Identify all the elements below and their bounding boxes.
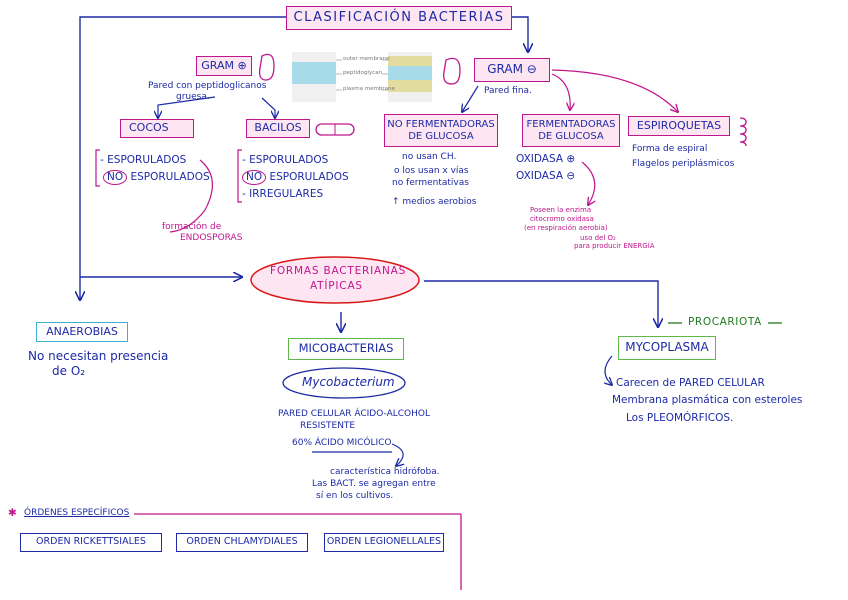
connector-title-left	[80, 16, 286, 300]
mycobacterium-oval	[282, 367, 406, 399]
bacilos-item-esporulados: - ESPORULADOS	[242, 154, 329, 166]
cocos-item-no-esporulados: NO ESPORULADOS	[103, 170, 210, 185]
espiroquetas-label: ESPIROQUETAS	[636, 118, 722, 132]
connector-gramneg-ferm	[551, 73, 570, 110]
gram-neg-box: GRAM ⊖	[474, 58, 550, 82]
bracket-bacilos	[237, 149, 242, 203]
myco-label: MYCOPLASMA	[625, 340, 709, 355]
myco-note-1: Carecen de PARED CELULAR	[616, 377, 765, 389]
orden-chlamydiales-label: ORDEN CHLAMYDIALES	[186, 536, 298, 548]
gram-pos-note-1: Pared con peptidoglicanos	[148, 81, 267, 91]
orden-item-rickettsiales: ORDEN RICKETTSIALES	[20, 533, 162, 552]
membrane-figure-right	[382, 52, 432, 102]
espiro-note-1: Forma de espiral	[632, 144, 708, 154]
gram-neg-label: GRAM ⊖	[487, 62, 537, 77]
oxidasa-pos: OXIDASA ⊕	[516, 153, 576, 165]
ordenes-header: ÓRDENES ESPECÍFICOS	[24, 508, 130, 518]
bacilos-label: BACILOS	[254, 121, 302, 135]
cocos-label: COCOS	[129, 121, 169, 135]
bacilos-no-mark: NO	[242, 170, 267, 185]
anaerobias-label: ANAEROBIAS	[46, 324, 118, 338]
orden-item-legionellales: ORDEN LEGIONELLALES	[324, 533, 444, 552]
orden-rickettsiales-label: ORDEN RICKETTSIALES	[36, 536, 146, 548]
connector-myco-notes	[605, 355, 612, 385]
no-ferm-note-1: no usan CH.	[402, 152, 457, 162]
membrane-label-plasma: plasma membrane	[343, 86, 395, 92]
mico-hydro-3: sí en los cultivos.	[316, 491, 394, 501]
connector-acid-hydro	[391, 443, 403, 466]
cocos-no-mark: NO	[103, 170, 128, 185]
atipicas-line2: ATÍPICAS	[310, 280, 363, 292]
connector-grampos-bacilos	[261, 97, 275, 118]
no-ferm-note-2: o los usan x vías	[394, 166, 469, 176]
procariota-label: PROCARIOTA	[688, 316, 762, 328]
mico-genus: Mycobacterium	[302, 375, 395, 389]
membrane-figure-left	[292, 52, 342, 102]
oxidasa-note-1: Poseen la enzima	[530, 206, 592, 214]
mico-acid: 60% ÁCIDO MICÓLICO	[292, 438, 392, 448]
mico-hydro-2: Las BACT. se agregan entre	[312, 479, 436, 489]
mico-note-1: PARED CELULAR ÁCIDO-ALCOHOL	[278, 409, 431, 419]
bacilos-item-irregulares: - IRREGULARES	[242, 188, 324, 200]
ferm-line2: DE GLUCOSA	[538, 130, 604, 142]
cocos-item-esporulados: - ESPORULADOS	[100, 154, 187, 166]
anaerobias-note-2: de O₂	[52, 364, 86, 378]
myco-note-3: Los PLEOMÓRFICOS.	[626, 412, 734, 424]
gram-pos-bacteria-icon	[258, 53, 275, 81]
no-ferm-line1: NO FERMENTADORAS	[387, 119, 495, 130]
anaerobias-note-1: No necesitan presencia	[28, 349, 169, 363]
title-box: CLASIFICACIÓN BACTERIAS	[286, 6, 512, 30]
oxidasa-note-5: para producir ENERGÍA	[574, 242, 655, 250]
no-ferm-note-4: ↑ medios aerobios	[392, 197, 477, 207]
bacilos-box: BACILOS	[246, 119, 310, 138]
oxidasa-note-4: uso del O₂	[580, 234, 616, 242]
orden-legionellales-label: ORDEN LEGIONELLALES	[326, 536, 442, 548]
gram-pos-label: GRAM ⊕	[201, 58, 247, 72]
ferm-box: FERMENTADORAS DE GLUCOSA	[522, 114, 620, 147]
myco-box: MYCOPLASMA	[618, 336, 716, 360]
gram-pos-note-2: gruesa.	[176, 92, 210, 102]
orden-item-chlamydiales: ORDEN CHLAMYDIALES	[176, 533, 308, 552]
bracket-cocos	[95, 149, 100, 187]
gram-neg-bacteria-icon	[443, 57, 461, 85]
ferm-line1: FERMENTADORAS	[526, 119, 616, 130]
gram-pos-box: GRAM ⊕	[196, 56, 252, 76]
connector-gramneg-noferm	[462, 85, 479, 112]
no-ferm-box: NO FERMENTADORAS DE GLUCOSA	[384, 114, 498, 147]
connector-grampos-cocos	[158, 96, 216, 118]
espiroquetas-box: ESPIROQUETAS	[628, 116, 730, 136]
myco-note-2: Membrana plasmática con esteroles	[612, 394, 803, 406]
mico-box: MICOBACTERIAS	[288, 338, 404, 360]
atipicas-line1: FORMAS BACTERIANAS	[270, 265, 407, 277]
connector-cocos-spore	[169, 159, 213, 233]
mico-hydro-1: característica hidrófoba.	[330, 467, 440, 477]
connector-atipicas-myco	[424, 280, 658, 327]
membrane-label-outer: outer membrane	[343, 56, 390, 62]
title-text: CLASIFICACIÓN BACTERIAS	[293, 9, 505, 25]
mico-label: MICOBACTERIAS	[298, 341, 394, 356]
no-ferm-line2: DE GLUCOSA	[408, 130, 474, 142]
gram-neg-note: Pared fina.	[484, 86, 532, 96]
ordenes-star: ✱	[8, 507, 17, 519]
spore-note-1: formación de	[162, 222, 222, 232]
espiro-note-2: Flagelos periplásmicos	[632, 159, 735, 169]
connector-title-right	[512, 16, 528, 52]
connector-gramneg-espiro	[551, 69, 678, 112]
connector-oxidasa-note	[581, 161, 595, 205]
atipicas-ellipse	[250, 256, 420, 304]
bacilos-item-no-esporulados: NO ESPORULADOS	[242, 170, 349, 185]
spiral-icon	[739, 117, 747, 147]
oxidasa-note-3: (en respiración aerobia)	[524, 224, 608, 232]
no-ferm-note-3: no fermentativas	[392, 178, 469, 188]
membrane-label-peptidoglycan: peptidoglycan	[343, 70, 383, 76]
anaerobias-box: ANAEROBIAS	[36, 322, 128, 342]
spore-note-2: ENDOSPORAS	[180, 233, 243, 243]
mico-note-2: RESISTENTE	[300, 421, 356, 431]
cocos-box: COCOS	[120, 119, 194, 138]
oxidasa-neg: OXIDASA ⊖	[516, 170, 576, 182]
oxidasa-note-2: citocromo oxidasa	[530, 215, 594, 223]
